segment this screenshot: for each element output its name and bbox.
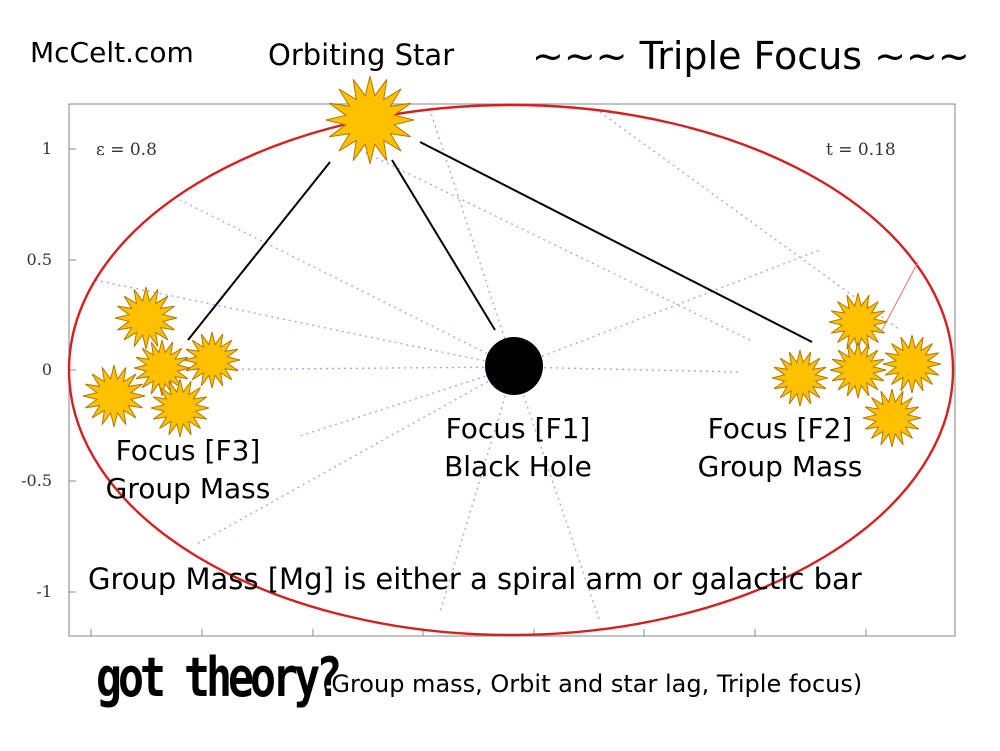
focus-f1-label: Focus [F1] Black Hole [418,410,618,486]
focus-f2-subtitle: Group Mass [697,450,863,483]
y-tick-label: 0 [41,360,52,379]
orbiting-star-icon [325,75,415,165]
y-tick-label: -0.5 [21,471,52,490]
main-title: ~~~ Triple Focus ~~~ [532,34,970,78]
ray-lines [94,109,901,623]
time-label: t = 0.18 [826,140,896,160]
orbit-tangent-mark [881,261,919,331]
focus-f1-title: Focus [F1] [445,412,591,445]
group-mass-star-icon [82,364,146,428]
focus-f3-subtitle: Group Mass [105,472,271,505]
group-mass-star-icon [829,341,887,399]
y-tick-label: 0.5 [26,250,52,269]
eccentricity-label: ε = 0.8 [96,140,157,160]
site-name: McCelt.com [30,36,194,69]
focus-f1-subtitle: Black Hole [444,450,592,483]
star-group [82,75,942,448]
group-mass-star-icon [150,378,210,438]
focus-f3-label: Focus [F3] Group Mass [88,432,288,508]
black-hole-icon [485,337,543,395]
orbit-ellipse [67,103,955,637]
focus-f2-label: Focus [F2] Group Mass [680,410,880,486]
tagline-subtitle: (Group mass, Orbit and star lag, Triple … [322,670,863,698]
y-tick-label: 1 [41,139,52,158]
group-mass-star-icon [882,334,942,394]
focus-f2-title: Focus [F2] [707,412,853,445]
group-mass-note: Group Mass [Mg] is either a spiral arm o… [88,562,862,596]
group-mass-star-icon [114,286,178,350]
orbiting-star-label: Orbiting Star [268,38,455,72]
group-mass-star-icon [862,388,922,448]
group-mass-star-icon [133,339,191,397]
group-mass-star-icon [771,349,829,407]
group-mass-star-icon [183,331,241,389]
focus-f3-title: Focus [F3] [115,434,261,467]
y-tick-label: -1 [36,582,52,601]
got-theory-tagline: got theory? [96,646,342,709]
gravity-lines [187,141,813,343]
